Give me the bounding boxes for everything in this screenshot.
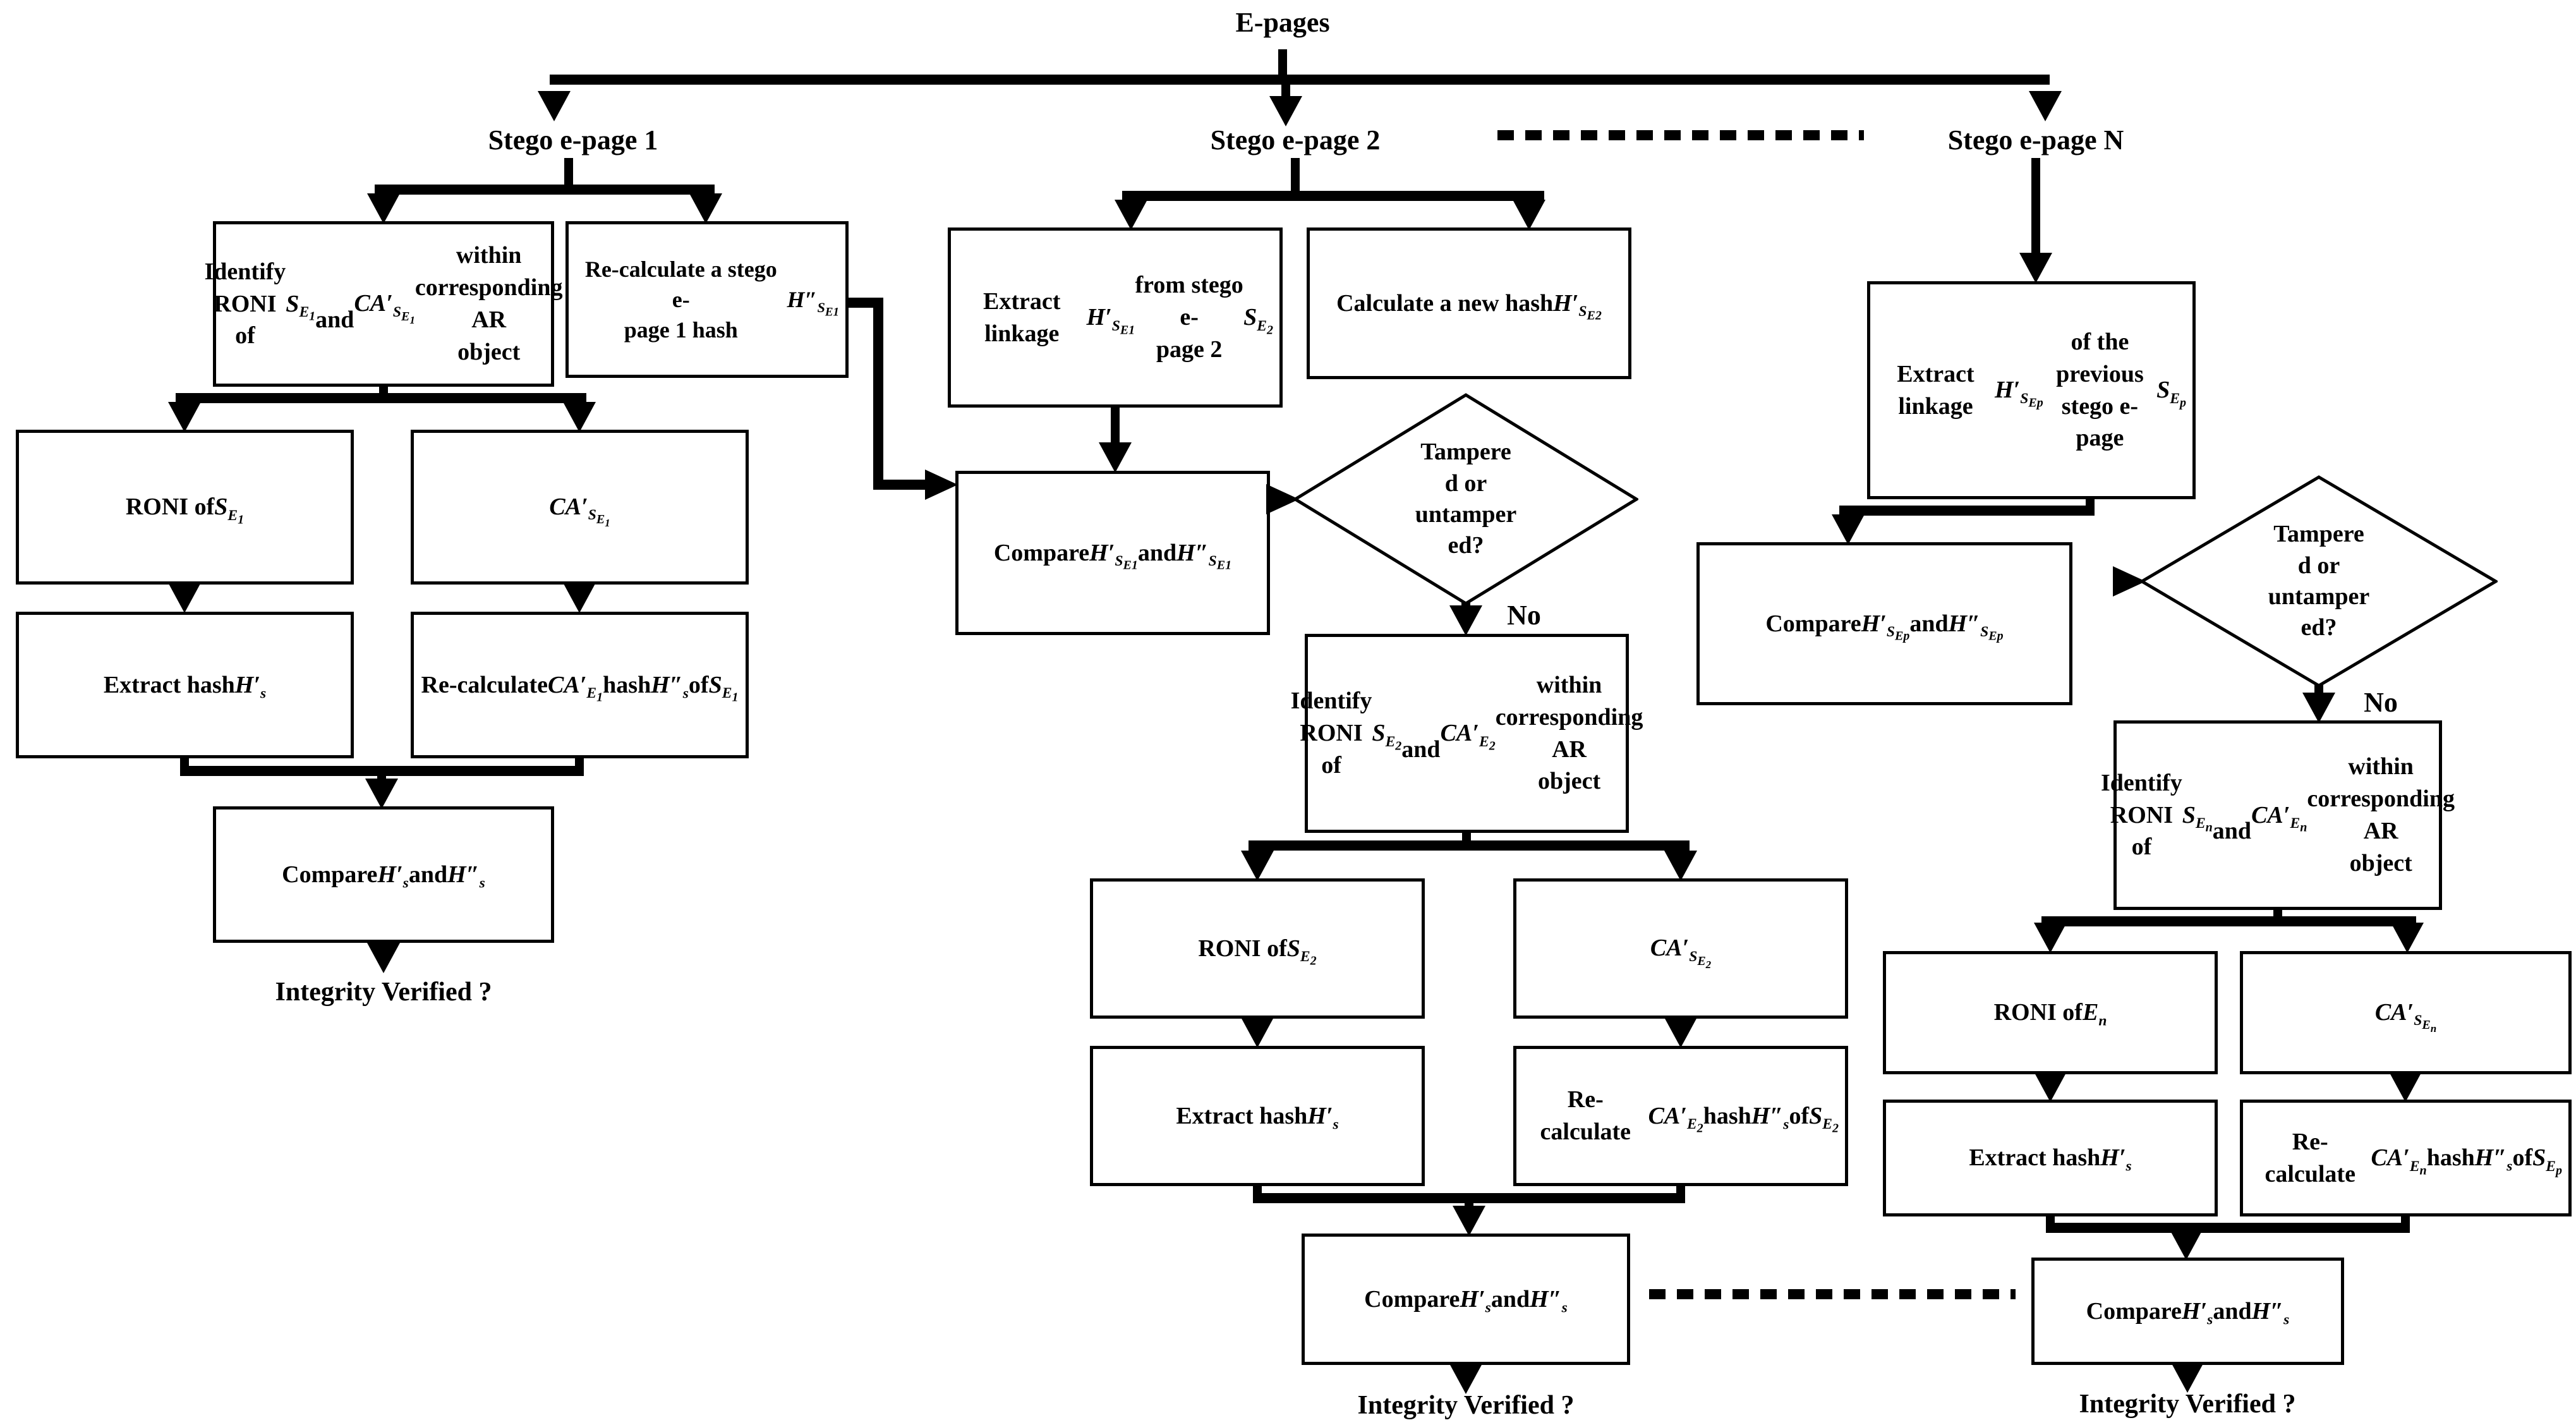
arrow-right-icon	[925, 470, 958, 500]
connector-line	[2031, 158, 2040, 255]
integrity-verified-label-col1: Integrity Verified ?	[275, 978, 492, 1007]
arrow-down-icon	[1269, 96, 1302, 126]
no-label-col3: No	[2364, 687, 2398, 718]
arrow-down-icon	[2034, 1072, 2067, 1102]
arrow-down-icon	[2034, 923, 2067, 953]
connector-line	[1462, 833, 1471, 842]
arrow-down-icon	[538, 91, 571, 121]
connector-line	[1122, 191, 1544, 201]
connector-line	[1253, 1193, 1685, 1203]
connector-line	[1111, 408, 1120, 444]
box-ca-col1: CA′SE1	[411, 430, 749, 585]
box-ca-col3: CA′SEn	[2240, 951, 2572, 1074]
ellipsis-dotted-line	[1497, 130, 1864, 140]
connector-line	[2041, 916, 2416, 926]
arrow-down-icon	[1664, 1017, 1697, 1048]
connector-line	[1839, 506, 2095, 516]
no-label-col2: No	[1507, 600, 1541, 631]
connector-line	[873, 480, 925, 490]
integrity-verified-label-col2: Integrity Verified ?	[1357, 1391, 1575, 1420]
arrow-down-icon	[1453, 1206, 1485, 1236]
connector-line	[575, 757, 584, 767]
connector-line	[2046, 1223, 2410, 1233]
arrow-down-icon	[1449, 1364, 1482, 1394]
ellipsis-dotted-line	[1649, 1289, 2016, 1299]
stego-epage-2-label: Stego e-page 2	[1210, 124, 1381, 155]
arrow-down-icon	[365, 779, 398, 809]
stego-epage-1-label: Stego e-page 1	[488, 124, 658, 155]
arrow-down-icon	[2019, 253, 2052, 283]
box-extract-hash-col2: Extract hash H′s	[1090, 1046, 1425, 1186]
connector-line	[2046, 1215, 2055, 1224]
connector-line	[1249, 840, 1690, 851]
box-ca-col2: CA′SE2	[1513, 878, 1848, 1019]
box-recalculate-page-hash-col1: Re-calculate a stego e-page 1 hash H″SE1	[565, 221, 849, 378]
connector-line	[2401, 1215, 2410, 1224]
connector-line	[2273, 910, 2282, 918]
top-branch-line	[550, 75, 2050, 85]
arrow-down-icon	[2029, 91, 2062, 121]
connector-line	[375, 185, 715, 195]
box-extract-hash-col3: Extract hash H′s	[1883, 1100, 2218, 1216]
connector-line	[564, 158, 573, 186]
connector-line	[1278, 49, 1287, 77]
box-roni-col2: RONI of SE2	[1090, 878, 1425, 1019]
connector-line	[873, 298, 883, 490]
box-roni-col3: RONI of En	[1883, 951, 2218, 1074]
connector-line	[176, 393, 586, 403]
arrow-down-icon	[2171, 1362, 2204, 1393]
stego-epage-N-label: Stego e-page N	[1947, 124, 2124, 155]
connector-line	[1291, 158, 1300, 192]
arrow-down-icon	[1241, 1017, 1274, 1048]
arrow-down-icon	[1449, 605, 1482, 636]
arrow-down-icon	[367, 943, 400, 973]
arrow-down-icon	[2170, 1230, 2203, 1260]
arrow-down-icon	[1513, 200, 1545, 230]
connector-line	[2314, 684, 2323, 694]
arrow-down-icon	[168, 583, 201, 613]
arrow-down-icon	[2389, 1072, 2422, 1102]
connector-line	[1253, 1185, 1262, 1194]
arrow-down-icon	[2391, 923, 2424, 953]
arrow-down-icon	[563, 402, 596, 432]
arrow-down-icon	[1241, 851, 1274, 881]
box-extract-hash-col1: Extract hash H′s	[16, 612, 354, 758]
arrow-down-icon	[367, 193, 400, 224]
epages-title: E-pages	[1235, 7, 1330, 38]
arrow-down-icon	[168, 402, 201, 432]
arrow-down-icon	[1664, 851, 1697, 881]
arrow-down-icon	[689, 193, 722, 224]
connector-line	[180, 757, 189, 767]
arrow-down-icon	[563, 583, 596, 613]
arrow-down-icon	[1832, 514, 1865, 545]
box-roni-col1: RONI of SE1	[16, 430, 354, 585]
integrity-verified-label-col3: Integrity Verified ?	[2079, 1390, 2296, 1419]
connector-line	[1676, 1185, 1685, 1194]
arrow-down-icon	[1099, 442, 1132, 473]
connector-line	[180, 766, 584, 776]
connector-line	[1461, 602, 1470, 608]
arrow-down-icon	[1115, 200, 1147, 230]
arrow-down-icon	[2302, 693, 2335, 723]
